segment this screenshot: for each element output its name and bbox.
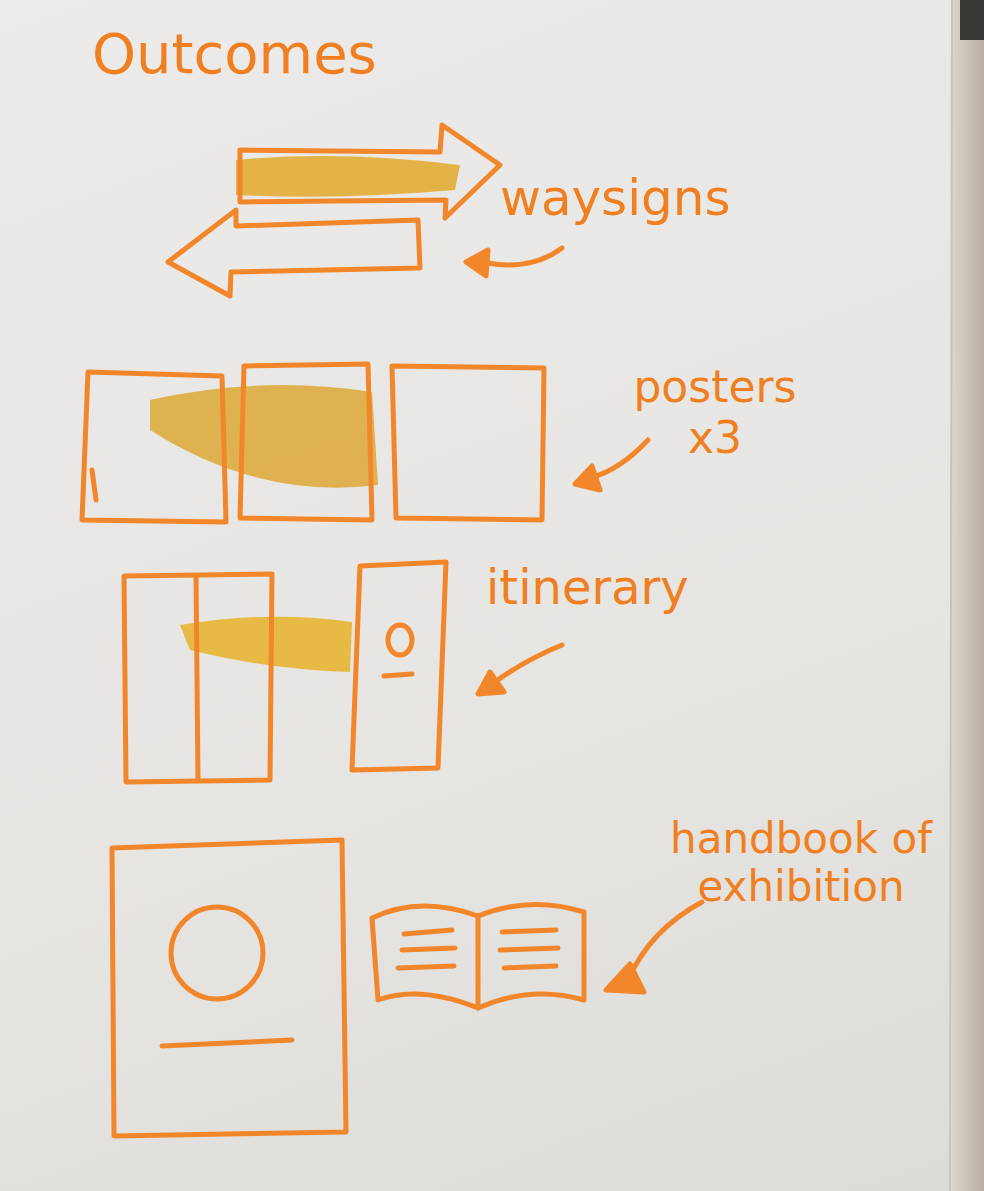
page-edge [950, 0, 952, 1191]
leader-line [492, 645, 562, 684]
handwritten-label: itinerary [486, 560, 689, 615]
page-corner-shadow [960, 0, 984, 40]
book-lines [398, 930, 558, 968]
leaflet-fold [196, 576, 198, 780]
handbook-cover [112, 840, 346, 1136]
page-title: Outcomes [92, 22, 377, 86]
poster-mark [92, 470, 96, 500]
left-arrow-sign [168, 210, 420, 296]
leader-head [466, 250, 488, 276]
poster-frame [392, 366, 544, 520]
itinerary-leaflet [124, 574, 272, 782]
itinerary-page [352, 562, 446, 770]
marker-highlight [180, 617, 352, 672]
cover-circle [171, 907, 263, 999]
page-icon [388, 625, 412, 655]
handwritten-label: waysigns [500, 170, 731, 228]
leader-line [482, 248, 562, 265]
open-book [372, 904, 584, 1008]
right-arrow-sign [240, 125, 500, 218]
leader-head [606, 964, 644, 992]
handwritten-label: handbook of exhibition [656, 815, 946, 912]
page-binding [952, 0, 984, 1191]
poster-frame [240, 364, 372, 520]
cover-line [162, 1040, 292, 1046]
page-line [384, 674, 412, 676]
handwritten-label: posters x3 [600, 362, 830, 463]
leader-head [478, 672, 504, 694]
poster-frame [82, 372, 226, 522]
book-spine [476, 916, 481, 1008]
leader-line [628, 902, 702, 980]
marker-highlight [236, 156, 460, 197]
leader-head [575, 466, 600, 490]
marker-highlight [150, 385, 378, 488]
leader-line [590, 440, 648, 478]
